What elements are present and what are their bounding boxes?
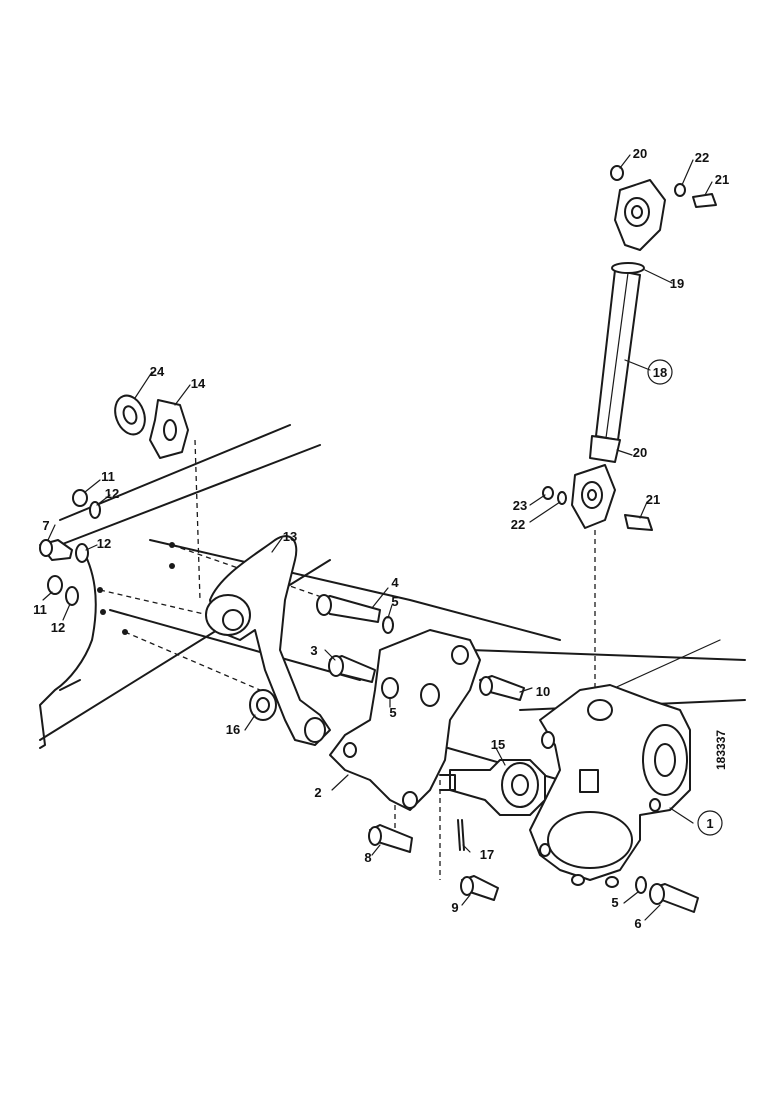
upper-universal-joint [614, 179, 666, 251]
frame-side-plate [39, 542, 175, 749]
callout-14: 14 [191, 376, 206, 391]
part-12-washer-lower [65, 586, 79, 606]
callout-11-upper: 11 [101, 469, 115, 484]
callout-16: 16 [226, 722, 240, 737]
callout-1: 1 [706, 816, 713, 831]
part-5-washer-upper [382, 616, 394, 634]
callout-21-lower: 21 [646, 492, 660, 507]
part-11-nut-upper [72, 489, 88, 507]
callout-1-circle [697, 810, 723, 836]
part-19-ring [611, 262, 645, 274]
part-23-pin [542, 486, 554, 500]
callout-2: 2 [314, 785, 321, 800]
lower-universal-joint [571, 464, 616, 529]
callout-18-circle [647, 359, 673, 385]
callout-13: 13 [283, 529, 297, 544]
callout-17: 17 [480, 847, 494, 862]
part-21-upper-bolt [692, 193, 717, 208]
callout-5-upper: 5 [391, 594, 398, 609]
part-4-bolt [316, 594, 381, 623]
part-1-steering-gear [529, 684, 691, 888]
callout-15: 15 [491, 737, 505, 752]
part-18-steering-shaft [595, 269, 641, 441]
callout-9: 9 [451, 900, 458, 915]
callout-12-lower: 12 [51, 620, 65, 635]
callout-12-upper: 12 [105, 486, 119, 501]
callout-24: 24 [150, 364, 165, 379]
callout-5-lower: 5 [611, 895, 618, 910]
part-9-bolt [460, 875, 499, 901]
part-7-bolt [39, 539, 73, 561]
callout-3: 3 [310, 643, 317, 658]
callout-23: 23 [513, 498, 527, 513]
part-10-bolt [479, 675, 525, 701]
callout-20-lower: 20 [633, 445, 647, 460]
part-20-lower-sleeve [589, 435, 621, 463]
callout-22-lower: 22 [511, 517, 525, 532]
part-3-bolt [328, 655, 376, 683]
callout-11-lower: 11 [33, 602, 47, 617]
callout-8: 8 [364, 850, 371, 865]
part-15-tie-rod-end [439, 759, 546, 816]
callout-19: 19 [670, 276, 684, 291]
callout-12-mid: 12 [97, 536, 111, 551]
part-20-upper-pin [610, 165, 624, 181]
part-16-nut [249, 689, 277, 721]
callout-10: 10 [536, 684, 550, 699]
callout-4: 4 [391, 575, 399, 590]
callout-6: 6 [634, 916, 641, 931]
part-5-washer-lower [635, 876, 647, 894]
part-22-lower-washer [557, 491, 567, 505]
part-12-washer-upper [89, 501, 101, 519]
part-24-nut [114, 394, 146, 436]
callout-21-upper: 21 [715, 172, 729, 187]
part-6-bolt [649, 883, 699, 913]
callout-labels: 1 2 3 4 5 5 5 6 7 8 9 10 11 11 12 12 12 … [33, 146, 729, 931]
part-2-bracket [329, 629, 481, 811]
callout-20-upper: 20 [633, 146, 647, 161]
part-22-upper-washer [674, 183, 686, 197]
part-13-idler-arm [205, 535, 331, 746]
callout-22-upper: 22 [695, 150, 709, 165]
callout-7: 7 [42, 518, 49, 533]
callout-5-mid: 5 [389, 705, 396, 720]
leader-lines [42, 154, 713, 921]
part-12-washer-mid [75, 543, 89, 563]
part-21-lower-bolt [624, 514, 653, 531]
figure-reference-number: 183337 [714, 730, 728, 770]
part-11-nut-lower [47, 575, 63, 595]
callout-18: 18 [653, 365, 667, 380]
part-8-bolt [368, 824, 413, 853]
part-14-lock-plate [149, 399, 189, 459]
